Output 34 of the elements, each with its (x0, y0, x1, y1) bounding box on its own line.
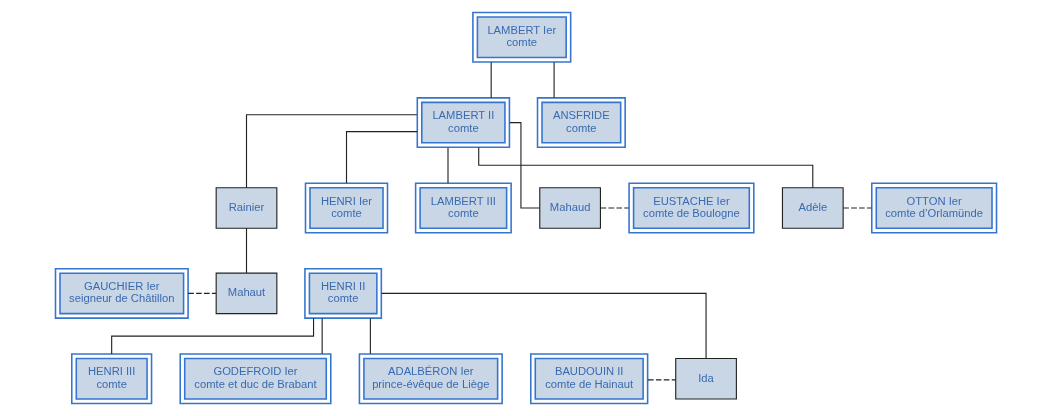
node-box: Mahaud (538, 187, 601, 229)
node-box: GAUCHIER Ier seigneur de Châtillon (54, 267, 189, 319)
node-box: ANSFRIDE comte (536, 97, 626, 149)
node-box: Ida (674, 358, 737, 400)
connector (345, 131, 418, 184)
connector (599, 207, 629, 209)
connector (110, 317, 314, 355)
node-box: OTTON Ier comte d’Orlamünde (870, 182, 997, 234)
node-box: HENRI III comte (70, 353, 152, 405)
node-box: LAMBERT Ier comte (471, 11, 571, 63)
connector (245, 114, 417, 189)
connector (646, 379, 676, 381)
node-box: HENRI Ier comte (304, 182, 388, 234)
connector (490, 61, 492, 99)
connector (369, 318, 371, 355)
connector (187, 292, 217, 294)
node-box: EUSTACHE Ier comte de Boulogne (627, 182, 755, 234)
connector (321, 318, 323, 355)
node-box: HENRI II comte (303, 267, 382, 319)
node-box: Rainier (215, 187, 277, 229)
node-box: LAMBERT II comte (416, 97, 510, 149)
node-box: ADALBÉRON Ier prince-évêque de Liège (358, 353, 503, 405)
connector (477, 146, 813, 189)
node-box: Mahaut (215, 272, 277, 315)
connector (553, 61, 555, 99)
node-box: GODEFROID Ier comte et duc de Brabant (178, 353, 332, 405)
node-box: BAUDOUIN II comte de Hainaut (529, 353, 648, 405)
connector (842, 207, 872, 209)
node-box: LAMBERT III comte (414, 182, 512, 234)
connector (380, 292, 707, 360)
node-box: Adèle (781, 187, 844, 229)
connector (446, 147, 449, 184)
connector (508, 122, 540, 209)
connector (245, 227, 247, 274)
